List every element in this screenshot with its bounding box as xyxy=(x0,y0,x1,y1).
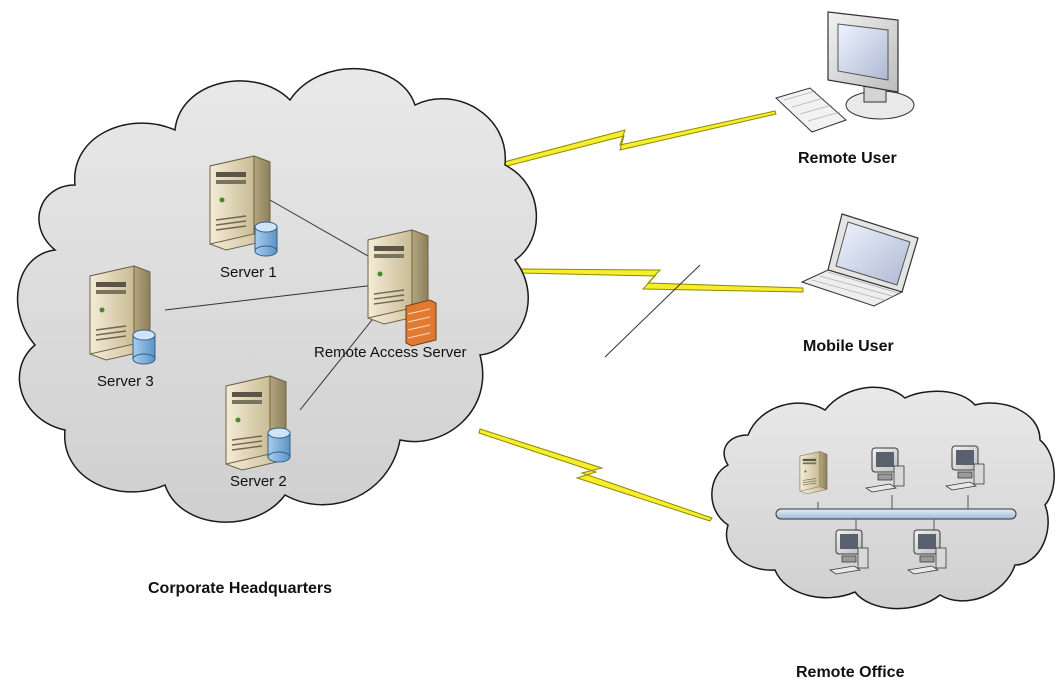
remote-access-server[interactable]: Remote Access Server xyxy=(314,229,467,361)
link-remote-office xyxy=(478,428,713,522)
server-3[interactable]: Server 3 xyxy=(89,265,156,390)
wan-links xyxy=(469,110,804,522)
link-remote-user xyxy=(469,110,777,176)
database-icon xyxy=(267,427,291,463)
laptop-icon xyxy=(800,213,919,307)
corporate-cloud xyxy=(16,68,537,523)
mobile-user-label: Mobile User xyxy=(803,338,894,355)
server-tower-icon xyxy=(799,451,828,495)
lan-taps xyxy=(817,495,969,530)
server-2-label: Server 2 xyxy=(230,473,287,490)
server-2[interactable]: Server 2 xyxy=(225,375,291,490)
database-icon xyxy=(254,221,278,257)
break-line xyxy=(604,264,701,358)
corporate-headquarters-label: Corporate Headquarters xyxy=(148,580,332,597)
database-icon xyxy=(132,329,156,365)
server-1-label: Server 1 xyxy=(220,264,277,281)
remote-office-cloud xyxy=(711,386,1055,610)
server-1[interactable]: Server 1 xyxy=(209,155,278,281)
remote-office-label: Remote Office xyxy=(796,664,905,681)
firewall-icon xyxy=(405,299,437,347)
ras-label: Remote Access Server xyxy=(314,344,467,361)
link-mobile-user xyxy=(519,268,804,293)
server-3-label: Server 3 xyxy=(97,373,154,390)
remote-user-label: Remote User xyxy=(798,150,897,167)
lan-bus xyxy=(775,508,1017,520)
remote-office-network[interactable] xyxy=(775,445,1017,575)
desktop-computer-icon xyxy=(775,11,915,133)
lan-links xyxy=(164,199,381,411)
remote-user[interactable]: Remote User xyxy=(775,11,915,167)
mobile-user[interactable]: Mobile User xyxy=(800,213,919,355)
